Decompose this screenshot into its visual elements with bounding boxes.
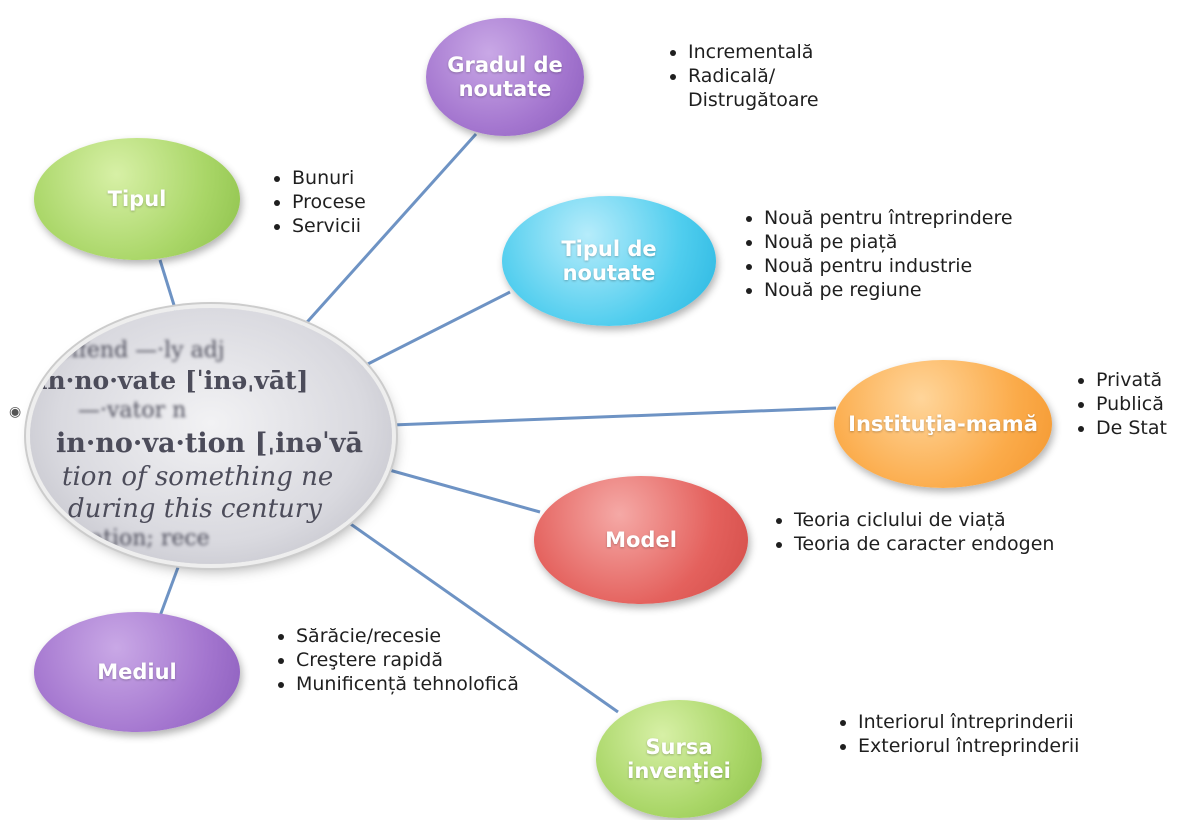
list-sursa-inventiei: Interiorul întreprinderii Exteriorul înt… (836, 710, 1096, 758)
list-item: Exteriorul întreprinderii (836, 734, 1096, 758)
node-label: Tipul de noutate (561, 237, 657, 285)
connector-tipul (158, 259, 180, 319)
center-dictionary-image: offend —·ly adj in·no·vate [ˈinəˌvāt] —·… (30, 308, 392, 564)
list-item: Procese (270, 190, 420, 214)
node-label: Instituţia-mamă (848, 412, 1038, 436)
list-gradul-de-noutate: Incrementală Radicală/ Distrugătoare (666, 40, 906, 112)
list-tipul-de-noutate: Nouă pentru întreprindere Nouă pe piață … (742, 206, 1072, 302)
list-item: Interiorul întreprinderii (836, 710, 1096, 734)
list-tipul: Bunuri Procese Servicii (270, 166, 420, 238)
connector-mediul (158, 561, 182, 617)
node-label: Sursa invenţiei (627, 735, 731, 783)
list-item: Teoria ciclului de viață (772, 508, 1072, 532)
node-model: Model (534, 476, 748, 604)
list-item: Privată (1074, 368, 1198, 392)
list-item: Nouă pe piață (742, 230, 1072, 254)
node-institutia-mama: Instituţia-mamă (834, 360, 1052, 488)
list-item: Nouă pe regiune (742, 278, 1072, 302)
list-item: Bunuri (270, 166, 420, 190)
center-marker-icon: ◉ (9, 404, 22, 420)
node-tipul: Tipul (34, 138, 240, 260)
node-gradul-de-noutate: Gradul de noutate (426, 18, 584, 136)
dictionary-line: —·vator n (78, 398, 187, 423)
list-item: Munificență tehnolofică (274, 672, 534, 696)
list-item: Radicală/ Distrugătoare (666, 64, 906, 112)
node-label: Gradul de noutate (447, 53, 563, 101)
node-tipul-de-noutate: Tipul de noutate (502, 196, 716, 326)
list-institutia-mama: Privată Publică De Stat (1074, 368, 1198, 440)
list-item: Servicii (270, 214, 420, 238)
list-mediul: Sărăcie/recesie Creştere rapidă Munifice… (274, 624, 534, 696)
list-item: Creştere rapidă (274, 648, 534, 672)
connector-model (381, 466, 541, 514)
dictionary-line: offend —·ly adj (58, 338, 225, 363)
dictionary-line: tion of something ne (62, 462, 334, 492)
dictionary-line: ation; rece (90, 526, 210, 551)
list-item: Nouă pentru întreprindere (742, 206, 1072, 230)
connector-sursa (334, 511, 619, 714)
list-model: Teoria ciclului de viață Teoria de carac… (772, 508, 1072, 556)
node-sursa-inventiei: Sursa invenţiei (596, 700, 762, 818)
dictionary-line: in·no·vate [ˈinəˌvāt] (38, 366, 309, 395)
dictionary-line: in·no·va·tion [ˌinəˈvā (56, 428, 363, 459)
node-label: Tipul (107, 187, 167, 211)
list-item: Sărăcie/recesie (274, 624, 534, 648)
connector-gradul (298, 132, 478, 332)
list-item: Nouă pentru industrie (742, 254, 1072, 278)
connector-institutia (391, 406, 837, 427)
node-label: Model (605, 528, 677, 552)
list-item: Publică (1074, 392, 1198, 416)
list-item: Teoria de caracter endogen (772, 532, 1072, 556)
list-item: De Stat (1074, 416, 1198, 440)
list-item: Incrementală (666, 40, 906, 64)
node-mediul: Mediul (34, 612, 240, 732)
dictionary-line: during this century (68, 494, 322, 524)
connector-tipul-noutate (359, 290, 511, 370)
node-label: Mediul (97, 660, 177, 684)
